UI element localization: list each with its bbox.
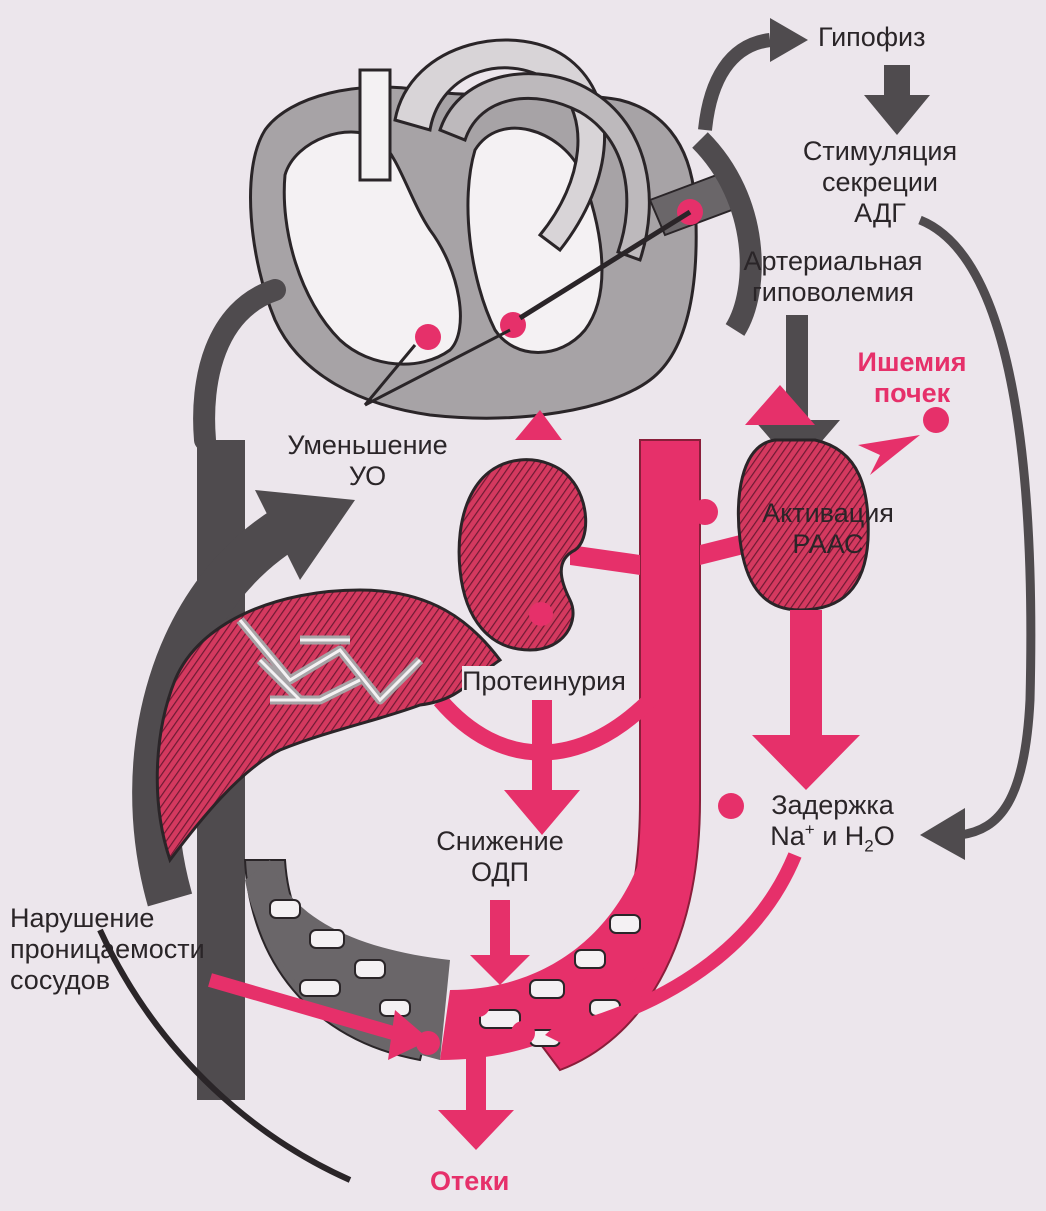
vena-cava-left-curve: [204, 290, 275, 440]
left-kidney-marker: [529, 602, 553, 626]
arrow-to-pituitary-head: [770, 18, 808, 62]
retention-label: Задержка Na+ и H2O: [745, 790, 920, 852]
stroke-volume-label: Уменьшение УО: [255, 430, 480, 492]
retention-h-sub: 2: [864, 836, 873, 855]
arrow-pituitary-down: [864, 65, 930, 135]
ischemia-line-2: почек: [832, 378, 992, 409]
hypovolemia-line-1: Артериальная: [708, 246, 958, 277]
vo-line-1: Уменьшение: [255, 430, 480, 461]
ischemia-marker: [923, 407, 949, 433]
edema-label: Отеки: [430, 1166, 509, 1197]
permeability-line-1: Нарушение: [10, 903, 270, 934]
adh-stimulation-label: Стимуляция секреции АДГ: [775, 136, 985, 229]
raas-line-2: РААС: [733, 529, 923, 560]
raas-marker: [692, 499, 718, 525]
permeability-line-3: сосудов: [10, 965, 270, 996]
retention-marker: [718, 793, 744, 819]
ischemia-arrow: [858, 435, 920, 475]
raas-line-1: Активация: [733, 498, 923, 529]
odp-line-1: Снижение: [405, 826, 595, 857]
adh-line-1: Стимуляция: [775, 136, 985, 167]
renal-artery-left: [570, 545, 640, 575]
left-ventricle-marker: [415, 324, 441, 350]
renal-ischemia-label: Ишемия почек: [832, 347, 992, 409]
adh-to-retention-arc: [920, 220, 1031, 835]
raas-down-arrow: [752, 610, 860, 790]
retention-and-h: и H: [815, 821, 865, 851]
permeability-line-2: проницаемости: [10, 934, 270, 965]
adh-line-3: АДГ: [775, 198, 985, 229]
superior-vena-cava: [360, 70, 390, 180]
retention-line-1: Задержка: [745, 790, 920, 821]
hypovolemia-line-2: гиповолемия: [708, 277, 958, 308]
ischemia-line-1: Ишемия: [832, 347, 992, 378]
adh-arrow-head: [920, 808, 965, 860]
capillary-marker-2: [466, 993, 490, 1017]
retention-line-2: Na+ и H2O: [745, 821, 920, 852]
arterial-hypovolemia-label: Артериальная гиповолемия: [708, 246, 958, 308]
odp-down-arrow: [470, 900, 530, 985]
vo-line-2: УО: [255, 461, 480, 492]
proteinuria-label: Протеинурия: [462, 666, 626, 697]
heart-illustration: [251, 40, 745, 418]
permeability-label: Нарушение проницаемости сосудов: [10, 903, 270, 996]
capillary-marker-3: [511, 1021, 535, 1045]
arrow-to-pituitary: [705, 40, 770, 130]
proteinuria-down-arrow: [504, 700, 580, 835]
retention-na: Na: [770, 821, 805, 851]
odp-decrease-label: Снижение ОДП: [405, 826, 595, 888]
retention-na-plus: +: [805, 820, 815, 839]
raas-activation-label: Активация РААС: [733, 498, 923, 560]
adh-line-2: секреции: [775, 167, 985, 198]
odp-line-2: ОДП: [405, 857, 595, 888]
retention-o: O: [874, 821, 895, 851]
edema-down-arrow: [438, 1050, 514, 1150]
pituitary-label: Гипофиз: [818, 22, 926, 53]
